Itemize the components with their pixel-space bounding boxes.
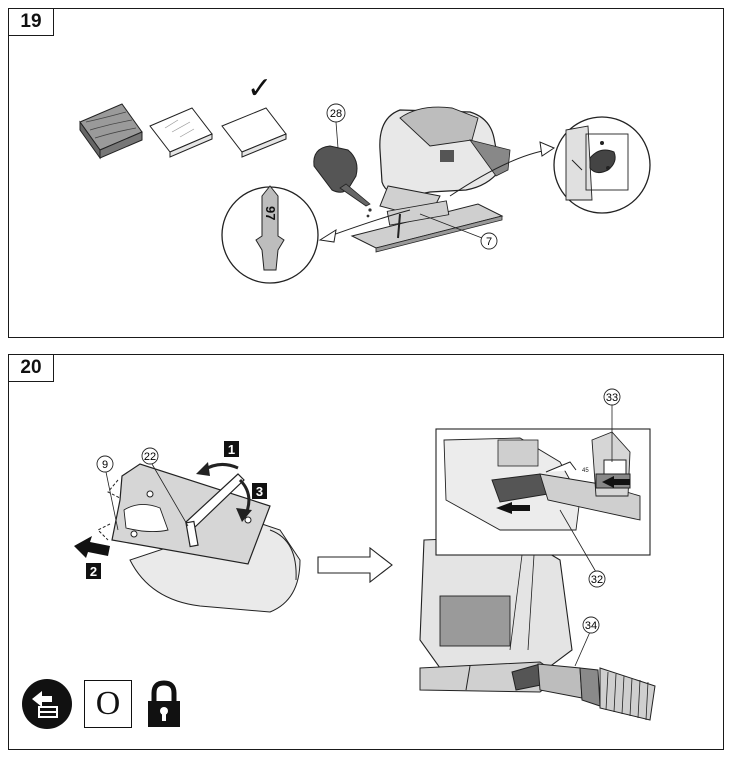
adapter-detail-inset: 45 xyxy=(435,428,651,556)
jigsaw-tool xyxy=(379,106,511,239)
figure-20-number: 20 xyxy=(8,354,54,382)
transition-arrow xyxy=(317,546,393,584)
baseplate xyxy=(111,463,271,565)
callout-33: 33 xyxy=(606,392,618,404)
lever-detail xyxy=(553,116,651,214)
step-1-box: 1 xyxy=(224,441,239,457)
callout-9: 9 xyxy=(102,459,108,471)
detail-mark-45: 45 xyxy=(582,468,589,474)
figure-19-illustration: ✓ 28 7 97 xyxy=(79,71,651,284)
wood-sample xyxy=(79,103,143,160)
checkmark-icon: ✓ xyxy=(247,71,272,106)
vacuum-hose xyxy=(511,663,656,721)
panel-sample xyxy=(221,107,287,158)
svg-text:1: 1 xyxy=(228,442,235,457)
figure-19-number: 19 xyxy=(8,8,54,36)
callout-28: 28 xyxy=(330,108,342,120)
blade-detail: 97 xyxy=(221,185,319,284)
step-2-box: 2 xyxy=(86,563,101,579)
callout-7: 7 xyxy=(486,236,492,248)
callout-32: 32 xyxy=(591,574,603,586)
callout-34: 34 xyxy=(585,620,597,632)
step-3-box: 3 xyxy=(252,483,267,499)
glass-sample xyxy=(149,107,213,158)
baseplate-assembly xyxy=(97,463,301,613)
callout-22: 22 xyxy=(144,451,156,463)
oil-bottle xyxy=(313,121,372,218)
blade-code: 97 xyxy=(263,206,278,220)
svg-text:2: 2 xyxy=(90,564,97,579)
hex-key xyxy=(185,473,245,548)
safety-icons: O xyxy=(22,678,184,730)
push-arrow xyxy=(74,536,110,558)
battery-removal-icon xyxy=(22,679,72,729)
switch-off-icon: O xyxy=(84,680,132,728)
svg-text:3: 3 xyxy=(256,484,263,499)
lock-icon xyxy=(144,679,184,729)
